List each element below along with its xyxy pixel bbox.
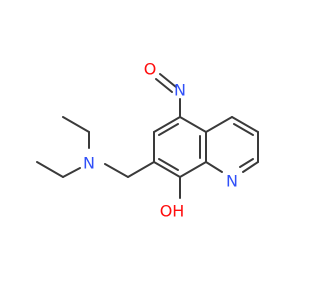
atom-ring-nitrogen: N bbox=[226, 172, 238, 191]
bond-n-o-nitroso-2 bbox=[155, 78, 173, 93]
bond-n1-c8a bbox=[205, 161, 223, 173]
bond-c8-c7 bbox=[153, 161, 181, 178]
bond-c6-c5-inner bbox=[158, 123, 179, 136]
bond-c4-c3-inner bbox=[233, 123, 254, 136]
bond-c5-c4a bbox=[179, 116, 207, 133]
bond-c2-n1 bbox=[242, 161, 259, 173]
bond-c8a-c8 bbox=[179, 161, 207, 178]
bond-n-o-nitroso-1 bbox=[159, 73, 177, 88]
atom-nitroso-oxygen: O bbox=[144, 60, 157, 79]
bond-c8-c7-inner bbox=[158, 158, 179, 171]
atom-amine-nitrogen: N bbox=[83, 154, 95, 173]
atom-hydroxyl: OH bbox=[160, 202, 185, 221]
molecule-structure: O N N N OH bbox=[36, 60, 259, 221]
bond-ethyl2-ch3 bbox=[36, 161, 64, 178]
bond-c4-c3 bbox=[231, 116, 259, 133]
bond-amine-ethyl2-ch2 bbox=[62, 167, 81, 178]
bond-ethyl1-ch3 bbox=[62, 116, 90, 133]
bond-c6-c5 bbox=[153, 116, 181, 133]
bond-c7-ch2 bbox=[127, 161, 155, 178]
bond-c2-n1-inner bbox=[239, 158, 254, 168]
bond-c4a-c4 bbox=[205, 116, 233, 133]
atom-nitroso-nitrogen: N bbox=[174, 81, 186, 100]
bond-ch2-amine bbox=[104, 163, 129, 178]
